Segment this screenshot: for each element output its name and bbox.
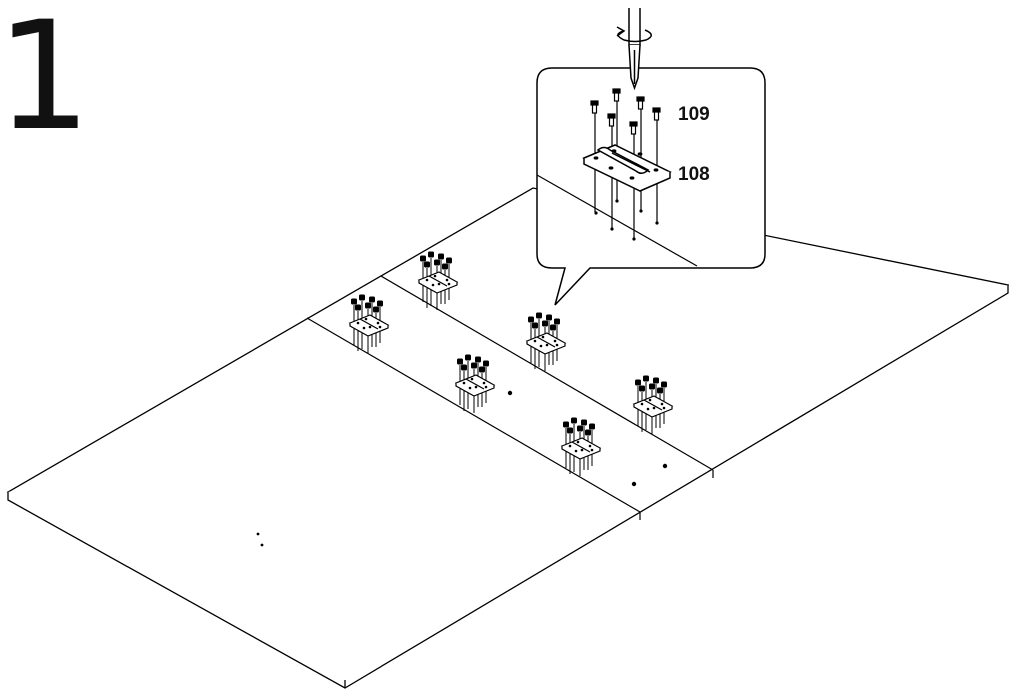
part-label-108: 108: [678, 164, 710, 185]
part-label-109: 109: [678, 104, 710, 125]
board-seams: [306, 275, 714, 520]
step-number: 1: [0, 0, 92, 164]
detail-callout: [536, 67, 766, 306]
hinge-icon: [582, 144, 672, 192]
tabletop: [6, 187, 1009, 689]
screwdriver-icon: [616, 8, 652, 91]
